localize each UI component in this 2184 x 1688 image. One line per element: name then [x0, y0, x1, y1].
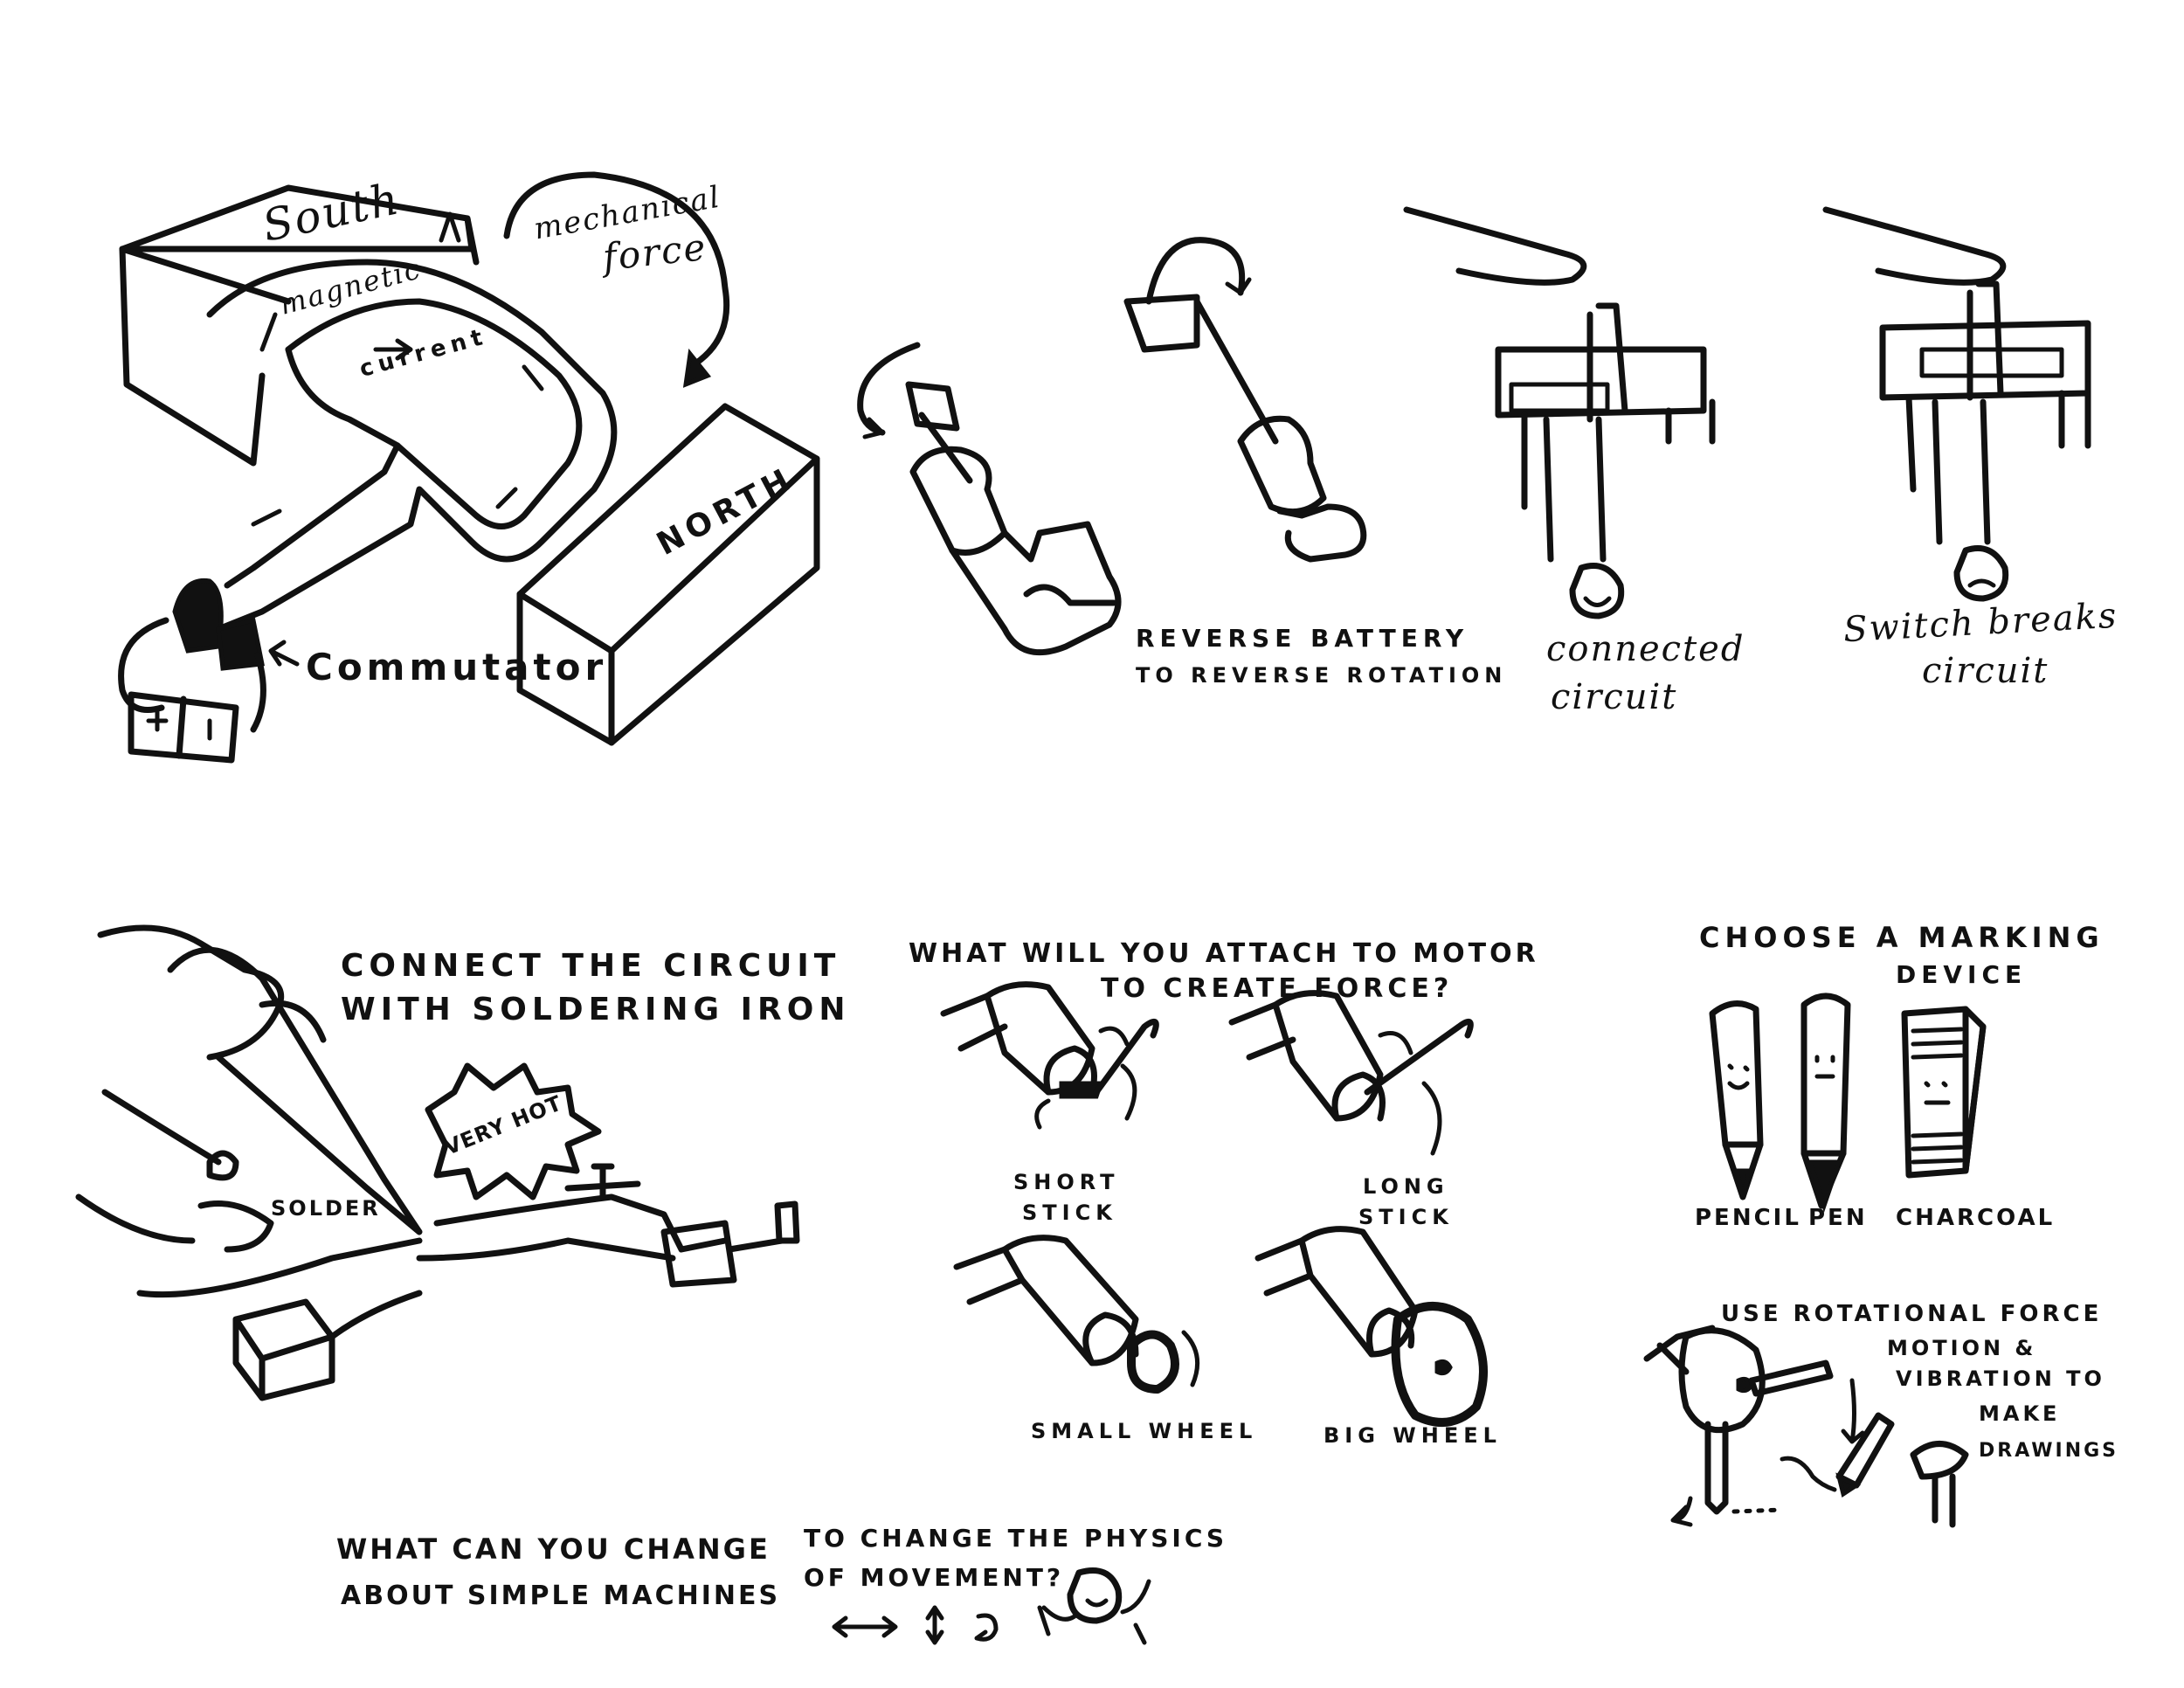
switch-small: [564, 1163, 641, 1200]
label-big-wheel: BIG WHEEL: [1324, 1423, 1502, 1448]
label-connected-line1: connected: [1546, 629, 1745, 669]
motor-battery: [128, 691, 239, 764]
commutator: [118, 578, 266, 733]
movement-doodles: [832, 1567, 1151, 1645]
label-question-left1: WHAT CAN YOU CHANGE: [336, 1532, 771, 1566]
south-magnet: [119, 184, 480, 467]
magnetic-arrow: [259, 211, 461, 352]
motor-diagram: [118, 171, 820, 764]
label-commutator: Commutator: [306, 646, 608, 688]
label-rotational-line2: MOTION &: [1887, 1336, 2037, 1360]
label-reverse-line2: TO REVERSE ROTATION: [1136, 663, 1508, 688]
label-solder-line1: CONNECT THE CIRCUIT: [341, 948, 841, 984]
smiley-figure: [1067, 1567, 1123, 1624]
label-question-right2: OF MOVEMENT?: [804, 1563, 1065, 1592]
label-marking-line2: DEVICE: [1896, 960, 2028, 989]
reverse-motor-right: [1123, 237, 1367, 563]
label-solder-line2: WITH SOLDERING IRON: [341, 992, 851, 1027]
label-short-stick-2: STICK: [1022, 1200, 1117, 1225]
soldering-scene: [75, 924, 800, 1401]
hand-bottom: [75, 1089, 274, 1253]
attach-small-wheel: [953, 1235, 1200, 1394]
label-pen: PEN: [1808, 1205, 1868, 1231]
label-rotational-line1: USE ROTATIONAL FORCE: [1721, 1301, 2103, 1327]
solder-wire: [416, 1193, 729, 1262]
pencil-drawing: [1709, 1000, 1764, 1200]
soldering-iron: [167, 946, 423, 1235]
label-connected-line2: circuit: [1551, 677, 1678, 717]
current-arrows: [251, 338, 544, 527]
label-long-stick-2: STICK: [1358, 1205, 1454, 1229]
label-breaks-line2: circuit: [1922, 651, 2049, 691]
label-rotational-line3: VIBRATION TO: [1896, 1366, 2105, 1391]
drawing-machine: [1643, 1325, 1969, 1528]
label-question-right1: TO CHANGE THE PHYSICS: [804, 1524, 1228, 1553]
reverse-motor-left: [857, 342, 1122, 656]
label-marking-line1: CHOOSE A MARKING: [1699, 921, 2105, 954]
label-small-wheel: SMALL WHEEL: [1031, 1419, 1258, 1443]
attach-big-wheel: [1254, 1226, 1488, 1427]
label-rotational-line4: MAKE: [1979, 1401, 2061, 1426]
label-charcoal: CHARCOAL: [1896, 1205, 2056, 1231]
mechanical-force-arrowhead: [682, 348, 712, 388]
battery-small: [232, 1298, 335, 1401]
label-attach-line1: WHAT WILL YOU ATTACH TO MOTOR: [909, 938, 1539, 969]
label-rotational-line5: DRAWINGS: [1979, 1440, 2119, 1462]
label-short-stick-1: SHORT: [1013, 1170, 1120, 1194]
happy-face: [1569, 563, 1625, 619]
label-solder: SOLDER: [271, 1196, 381, 1221]
mechanical-force-arrow: [503, 171, 730, 370]
wire-loop: [206, 259, 618, 633]
commutator-arrow: [268, 640, 300, 667]
hand-top: [97, 924, 284, 1061]
motor-small: [660, 1200, 800, 1288]
label-question-left2: ABOUT SIMPLE MACHINES: [341, 1581, 781, 1611]
sad-face: [1953, 545, 2009, 602]
pen-drawing: [1800, 993, 1851, 1213]
attach-short-stick: [940, 981, 1159, 1130]
switch-connected: [1403, 206, 1716, 619]
label-attach-line2: TO CREATE FORCE?: [1101, 973, 1454, 1004]
charcoal-drawing: [1901, 1006, 1987, 1179]
very-hot-burst: [425, 1062, 602, 1200]
label-reverse-line1: REVERSE BATTERY: [1136, 624, 1469, 653]
switch-broken: [1822, 206, 2091, 602]
attach-long-stick: [1228, 990, 1474, 1156]
label-long-stick-1: LONG: [1363, 1174, 1449, 1199]
label-pencil: PENCIL: [1695, 1205, 1801, 1231]
north-magnet: [516, 403, 820, 746]
